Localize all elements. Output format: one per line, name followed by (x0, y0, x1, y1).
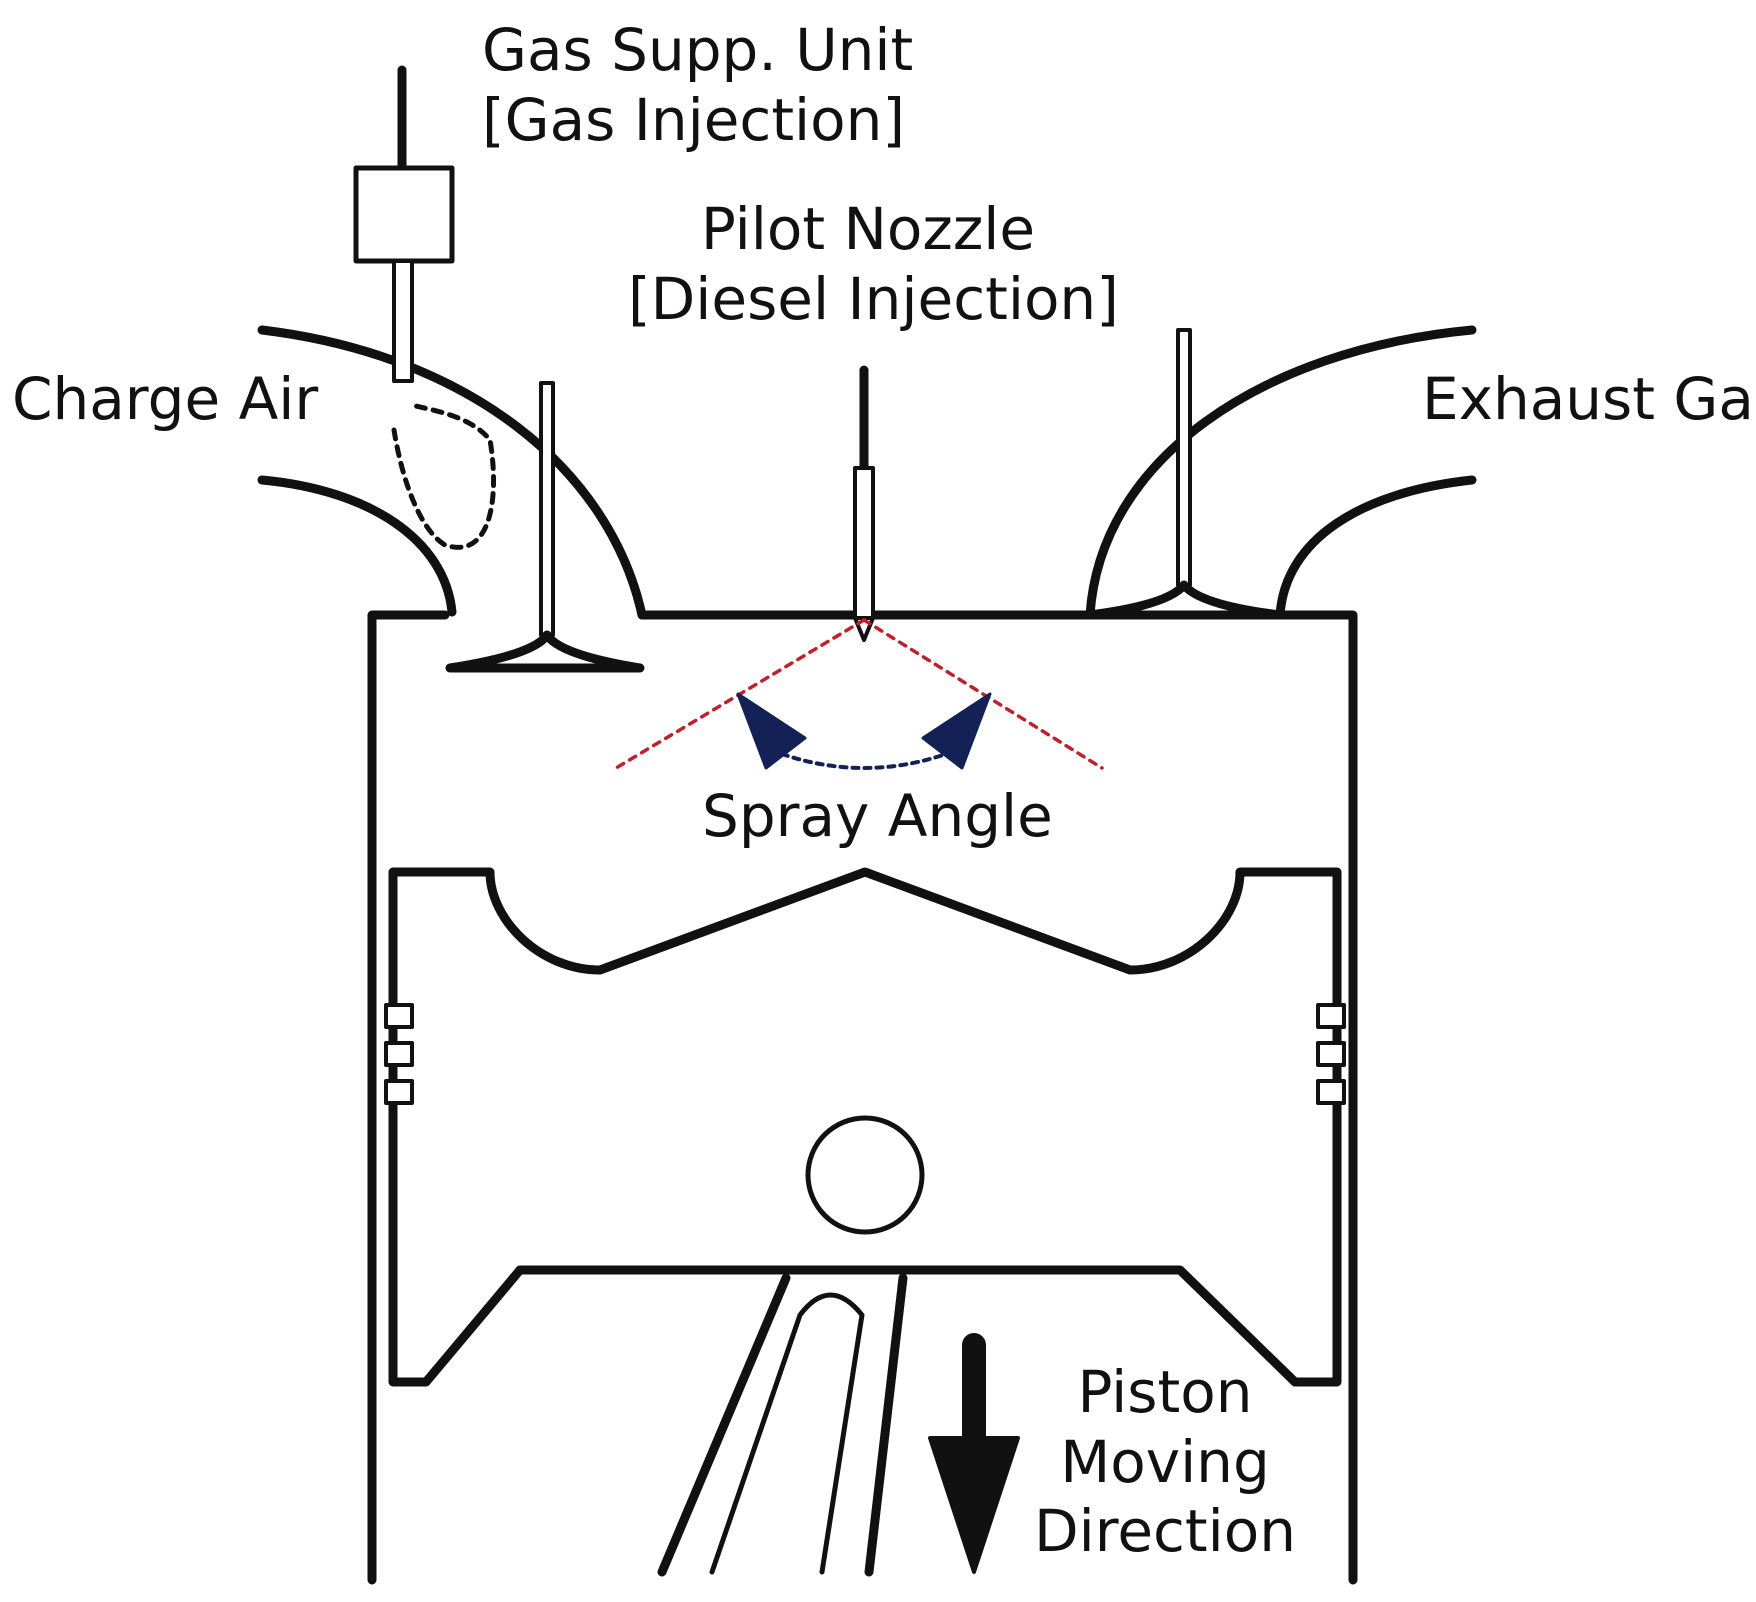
spray-angle-arrowhead-right (921, 692, 992, 770)
gas-supply-unit-box (353, 165, 455, 264)
piston-direction-label-line3: Direction (1033, 1497, 1297, 1566)
gas-injection-plume (391, 402, 497, 550)
cylinder-left-wall (367, 610, 450, 1585)
spray-angle-arrowhead-left (736, 692, 807, 770)
pilot-nozzle-body (853, 466, 875, 620)
conrod-right-line (864, 1273, 908, 1577)
piston-ring (384, 1079, 414, 1105)
intake-port-upper (257, 325, 647, 620)
spray-angle-label: Spray Angle (702, 782, 1053, 850)
gas-supply-label-line2: [Gas Injection] (482, 85, 906, 154)
piston-pin (805, 1115, 925, 1235)
piston-ring (1316, 1041, 1346, 1067)
exhaust-gas-label: Exhaust Gas (1422, 365, 1756, 433)
piston-direction-label-line1: Piston (1077, 1358, 1253, 1426)
piston-ring (384, 1003, 414, 1029)
piston-ring (1316, 1079, 1346, 1105)
cylinder-right-wall (1275, 610, 1358, 1585)
pilot-nozzle-label-line2: [Diesel Injection] (628, 264, 1119, 333)
gas-supply-label: Gas Supp. Unit [Gas Injection] (482, 16, 913, 155)
spray-angle-arc (780, 752, 948, 770)
charge-air-label: Charge Air (12, 365, 319, 433)
piston-direction-label-line2: Moving (1060, 1427, 1270, 1496)
intake-valve-head (445, 630, 645, 673)
piston-direction-label: Piston Moving Direction (1025, 1358, 1305, 1567)
gas-supply-label-line1: Gas Supp. Unit (482, 16, 914, 84)
intake-valve-stem (539, 381, 555, 637)
piston-outline (388, 867, 1342, 1387)
pilot-nozzle-label-line1: Pilot Nozzle (700, 195, 1036, 263)
intake-port-lower (257, 475, 457, 617)
gas-injection-pipe (392, 259, 414, 383)
piston-ring (384, 1041, 414, 1067)
piston-rings-left (384, 1003, 414, 1105)
connecting-rod (657, 1273, 908, 1577)
diesel-spray-cone (614, 618, 1104, 770)
exhaust-valve-head (1085, 580, 1285, 620)
pilot-nozzle-label: Pilot Nozzle [Diesel Injection] (628, 195, 1119, 334)
conrod-left-line (657, 1273, 791, 1577)
exhaust-valve-stem (1176, 328, 1192, 587)
exhaust-port-upper (1085, 325, 1477, 620)
piston-ring (1316, 1003, 1346, 1029)
piston-direction-arrow-head (928, 1436, 1020, 1574)
spray-line-right (862, 618, 1104, 770)
conrod-inner-slot (709, 1292, 865, 1575)
exhaust-port-lower (1275, 475, 1477, 620)
piston-rings-right (1316, 1003, 1346, 1105)
